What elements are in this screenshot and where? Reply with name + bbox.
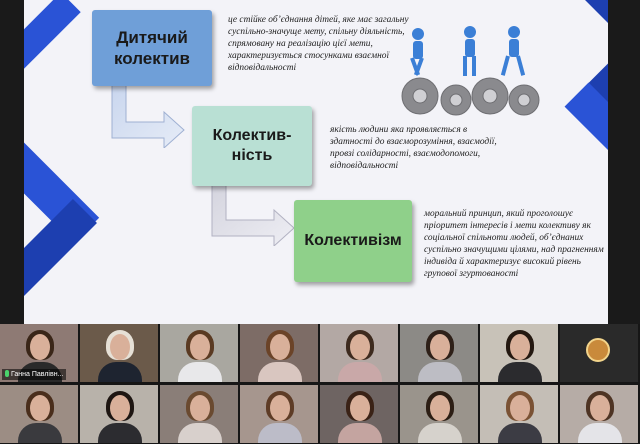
participant-video-tile[interactable]: Ганна Павлівн... <box>0 324 78 382</box>
term-label: Колективізм <box>304 232 402 249</box>
elbow-arrow-icon <box>111 84 185 148</box>
decor-stripe <box>577 0 608 49</box>
participant-name-tag: Ганна Павлівн... <box>2 369 67 380</box>
definition-text: це стійке об’єднання дітей, яке має зага… <box>228 15 409 73</box>
term-box-collectivity: Колектив- ність <box>192 106 312 186</box>
participant-gallery: Ганна Павлівн... <box>0 324 640 444</box>
presentation-slide: Дитячий колектив Колектив- ність Колекти… <box>24 0 608 324</box>
decor-stripe <box>24 0 81 76</box>
gears-teamwork-illustration <box>401 26 540 116</box>
avatar-icon <box>586 338 610 362</box>
participant-video-tile[interactable] <box>160 324 238 382</box>
participant-video-tile[interactable] <box>80 324 158 382</box>
term-label: ність <box>231 147 273 164</box>
shared-screen: Дитячий колектив Колектив- ність Колекти… <box>24 0 608 324</box>
definition-text: моральний принцип, який проголошує пріор… <box>424 209 604 279</box>
decor-stripe <box>564 82 608 192</box>
participant-video-tile[interactable] <box>240 385 318 443</box>
mic-icon <box>5 370 9 377</box>
participant-video-tile[interactable] <box>240 324 318 382</box>
term-box-collectivism: Колективізм <box>294 200 412 282</box>
term-label: Колектив- <box>212 127 292 144</box>
participant-video-tile[interactable] <box>400 324 478 382</box>
participant-video-tile[interactable] <box>320 385 398 443</box>
participant-video-tile[interactable] <box>560 324 638 382</box>
definition-text: якість людини яка проявляється в здатнос… <box>330 125 497 171</box>
term-box-children-collective: Дитячий колектив <box>92 10 212 86</box>
participant-video-tile[interactable] <box>400 385 478 443</box>
participant-video-tile[interactable] <box>0 385 78 443</box>
participant-video-tile[interactable] <box>320 324 398 382</box>
term-label: Дитячий <box>116 28 188 47</box>
participant-video-tile[interactable] <box>560 385 638 443</box>
term-label: колектив <box>113 49 190 68</box>
elbow-arrow-icon <box>211 184 295 246</box>
participant-video-tile[interactable] <box>480 385 558 443</box>
participant-video-tile[interactable] <box>80 385 158 443</box>
decor-stripe <box>24 199 97 315</box>
participant-video-tile[interactable] <box>480 324 558 382</box>
participant-video-tile[interactable] <box>160 385 238 443</box>
